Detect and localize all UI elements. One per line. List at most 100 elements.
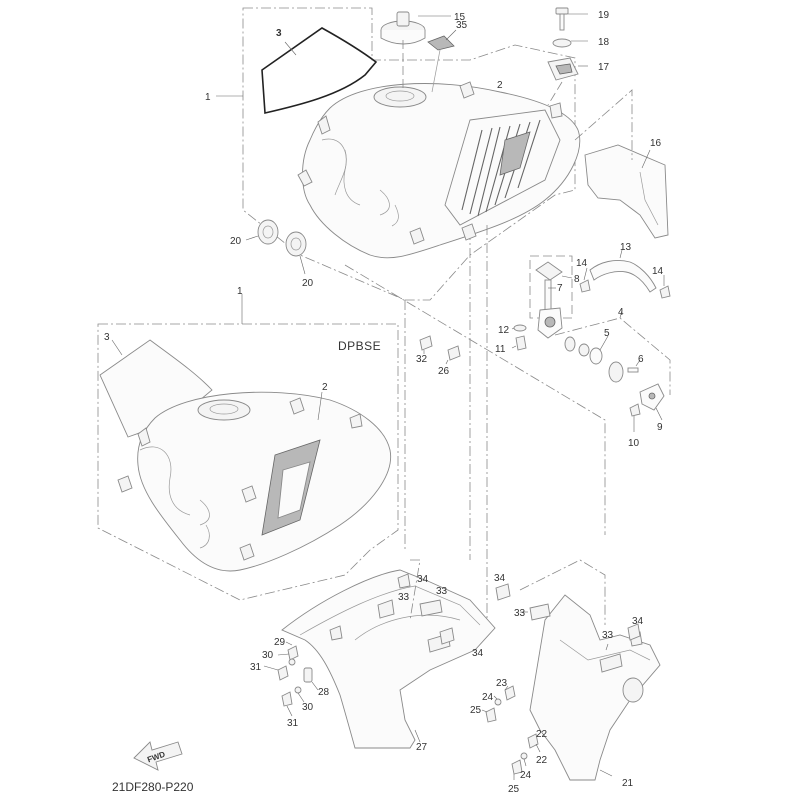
leader-35-to-tank xyxy=(431,49,441,93)
callout-2-top: 2 xyxy=(497,80,503,91)
clip-34d xyxy=(439,627,455,645)
leader-8 xyxy=(561,275,573,279)
side-cover-27 xyxy=(281,569,496,749)
side-cover-16-edge xyxy=(639,171,659,226)
callout-4: 4 xyxy=(618,307,624,318)
fuel-hose-13 xyxy=(589,259,657,293)
leader-13 xyxy=(619,249,623,259)
leader-6 xyxy=(635,359,641,367)
callout-16: 16 xyxy=(650,138,662,149)
callout-20a: 20 xyxy=(230,236,242,247)
axis-fuel-cock xyxy=(344,264,606,535)
leader-29 xyxy=(285,641,293,646)
leader-22 xyxy=(535,743,541,753)
callout-29: 29 xyxy=(274,637,286,648)
callout-15: 15 xyxy=(454,12,466,23)
callout-35: 35 xyxy=(456,20,468,31)
callout-33c: 33 xyxy=(514,608,526,619)
leader-24b xyxy=(523,758,527,767)
leader-14a xyxy=(583,267,588,281)
callout-23: 23 xyxy=(496,678,508,689)
leader-16 xyxy=(641,149,651,169)
callout-30a: 30 xyxy=(262,650,274,661)
callout-34a: 34 xyxy=(417,574,429,585)
callout-20b: 20 xyxy=(302,278,314,289)
cover-16-dash xyxy=(574,89,633,160)
screw-10 xyxy=(629,403,641,417)
callout-6: 6 xyxy=(638,354,644,365)
variant-label: DPBSE xyxy=(338,339,381,353)
callout-33d: 33 xyxy=(602,630,614,641)
tank-bracket-left xyxy=(409,227,425,245)
callout-12: 12 xyxy=(498,325,510,336)
frame-left-dash xyxy=(409,559,421,621)
drawing-code: 21DF280-P220 xyxy=(112,780,194,794)
leader-3-top xyxy=(284,41,297,56)
clip-32 xyxy=(419,335,433,351)
callout-14b: 14 xyxy=(652,266,664,277)
callout-22a: 22 xyxy=(536,755,548,766)
callout-24a: 24 xyxy=(482,692,494,703)
callout-31a: 31 xyxy=(250,662,262,673)
leader-12 xyxy=(511,327,515,330)
callout-30b: 30 xyxy=(302,702,314,713)
leader-28 xyxy=(311,681,319,691)
group-outline-top xyxy=(242,7,576,301)
callout-26: 26 xyxy=(438,366,450,377)
callout-25a: 25 xyxy=(470,705,482,716)
clip-26 xyxy=(447,345,461,361)
leader-5 xyxy=(599,335,609,351)
side-cover-21 xyxy=(529,594,661,781)
callout-1-top: 1 xyxy=(205,92,211,103)
fwd-arrow-icon xyxy=(133,741,183,771)
clip-34c xyxy=(627,623,641,641)
tank-decal-top xyxy=(444,109,561,226)
leader-4 xyxy=(619,309,623,319)
callout-32: 32 xyxy=(416,354,428,365)
clip-14b xyxy=(659,285,671,299)
side-cover-16 xyxy=(584,144,669,239)
callout-34c: 34 xyxy=(632,616,644,627)
pad-33c xyxy=(529,603,551,621)
rubber-damper-20 xyxy=(257,219,307,257)
callout-22b: 22 xyxy=(536,729,548,740)
clip-34b xyxy=(495,583,511,601)
caution-label xyxy=(427,35,455,51)
callout-8: 8 xyxy=(574,274,580,285)
frame-right-dash xyxy=(519,559,606,625)
callout-19: 19 xyxy=(598,10,610,21)
callout-34d: 34 xyxy=(472,648,484,659)
clip-34a xyxy=(397,573,411,589)
lever-9 xyxy=(639,383,665,411)
leader-26 xyxy=(445,359,449,365)
leader-33d xyxy=(605,643,609,651)
leader-30a xyxy=(277,653,290,656)
tank-bracket-right xyxy=(461,223,477,241)
group-4-dash xyxy=(554,317,671,395)
fuel-cap xyxy=(380,11,426,45)
leader-24a xyxy=(493,695,498,700)
callout-25b: 25 xyxy=(508,784,520,795)
leader-23 xyxy=(504,685,509,691)
callout-3-mid: 3 xyxy=(104,332,110,343)
callout-5: 5 xyxy=(604,328,610,339)
cock-parts-5-6 xyxy=(564,336,639,383)
callout-31b: 31 xyxy=(287,718,299,729)
callout-13: 13 xyxy=(620,242,632,253)
callout-18: 18 xyxy=(598,37,610,48)
screw-11 xyxy=(515,335,527,351)
leader-9 xyxy=(655,407,663,421)
callout-17: 17 xyxy=(598,62,610,73)
group-outline-dpbse xyxy=(97,323,399,601)
callout-21: 21 xyxy=(622,778,634,789)
leader-31a xyxy=(263,665,279,671)
fasteners-left xyxy=(277,645,313,707)
callout-34b: 34 xyxy=(494,573,506,584)
leader-20b xyxy=(299,255,306,275)
callout-14a: 14 xyxy=(576,258,588,269)
callout-33a: 33 xyxy=(436,586,448,597)
callout-28: 28 xyxy=(318,687,330,698)
callout-24b: 24 xyxy=(520,770,532,781)
